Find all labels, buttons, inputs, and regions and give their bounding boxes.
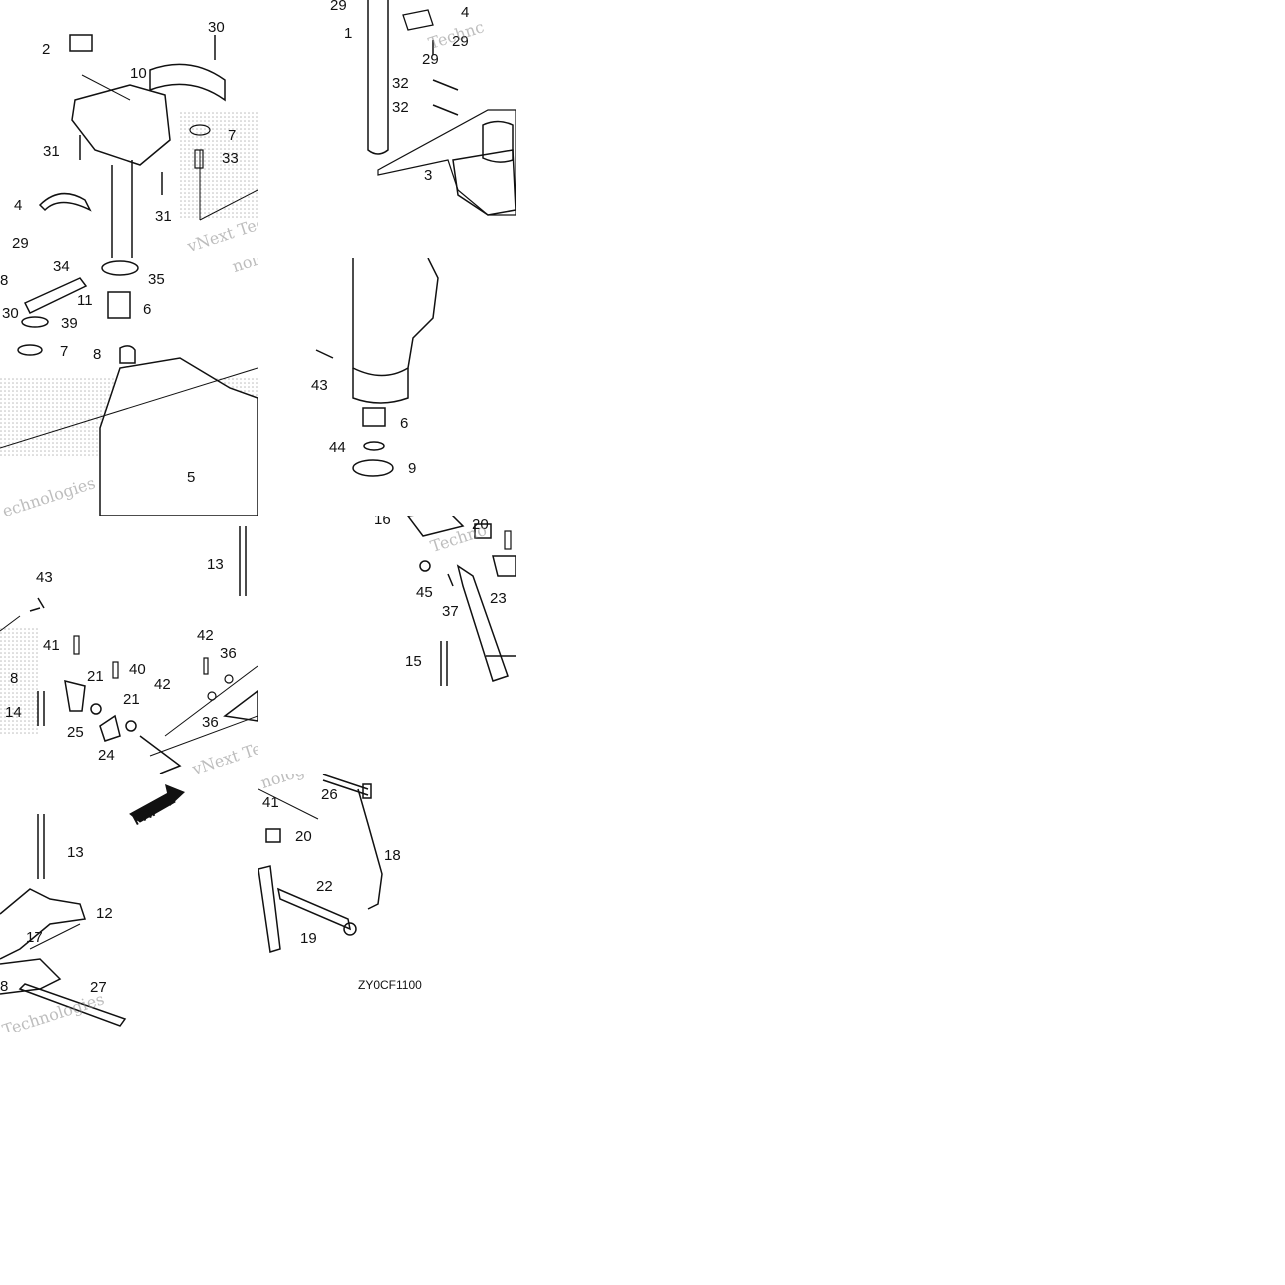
callout-label: 31 xyxy=(155,208,172,225)
callout-label: 35 xyxy=(148,271,165,288)
callout-label: 44 xyxy=(329,439,346,456)
callout-label: 8 xyxy=(0,272,9,289)
steering-bracket-drawing xyxy=(38,34,258,258)
callout-label: 7 xyxy=(228,127,237,144)
callout-label: 13 xyxy=(67,844,84,861)
swivel-case-drawing xyxy=(0,260,258,516)
callout-label: 3 xyxy=(424,167,433,184)
diagram-tile-lower-left: 13 43 41 40 21 21 42 36 42 36 8 14 25 24… xyxy=(0,516,258,774)
callout-label: 23 xyxy=(490,590,507,607)
callout-label: 4 xyxy=(14,197,23,214)
callout-label: 30 xyxy=(2,305,19,322)
stern-bracket-drawing xyxy=(315,258,439,477)
callout-label: 1 xyxy=(344,25,353,42)
callout-label: 32 xyxy=(392,99,409,116)
callout-label: 40 xyxy=(129,661,146,678)
diagram-tile-lower-right: 16 20 45 37 23 15 Techno xyxy=(258,516,516,774)
callout-label: 4 xyxy=(461,4,470,21)
callout-label: 30 xyxy=(208,19,225,36)
diagram-tile-bottom-left: FR. 13 12 17 27 8 Technologies xyxy=(0,774,258,1032)
callout-label: 37 xyxy=(442,603,459,620)
callout-label: 6 xyxy=(400,415,409,432)
diagram-tile-upper-left: 2 30 10 7 33 31 31 4 29 vNext Tec xyxy=(0,0,258,258)
callout-label: 36 xyxy=(220,645,237,662)
callout-label: 20 xyxy=(472,516,489,533)
callout-label: 15 xyxy=(405,653,422,670)
callout-label: 9 xyxy=(408,460,417,477)
diagram-tile-middle-right: 43 6 44 9 xyxy=(258,258,516,516)
callout-label: 19 xyxy=(300,930,317,947)
callout-label: 17 xyxy=(26,929,43,946)
callout-label: 2 xyxy=(42,41,51,58)
callout-label: 8 xyxy=(0,978,9,995)
callout-label: 33 xyxy=(222,150,239,167)
callout-label: 29 xyxy=(422,51,439,68)
callout-label: 42 xyxy=(197,627,214,644)
callout-label: 34 xyxy=(53,258,70,275)
rod-assembly-drawing xyxy=(258,774,383,953)
callout-label: 29 xyxy=(452,33,469,50)
callout-label: 18 xyxy=(384,847,401,864)
callout-label: 21 xyxy=(123,691,140,708)
callout-label: 6 xyxy=(143,301,152,318)
callout-label: 32 xyxy=(392,75,409,92)
column-drawing xyxy=(367,0,516,216)
diagram-tile-middle-left: 34 8 11 35 6 30 39 7 8 5 nologies echnol… xyxy=(0,258,258,516)
callout-label: 42 xyxy=(154,676,171,693)
callout-label: 16 xyxy=(374,516,391,528)
callout-label: 5 xyxy=(187,469,196,486)
diagram-tile-bottom-middle: 26 41 20 18 22 19 nologies ZY0CF1100 xyxy=(258,774,516,1032)
callout-label: 39 xyxy=(61,315,78,332)
callout-label: 8 xyxy=(10,670,19,687)
callout-label: 10 xyxy=(130,65,147,82)
callout-label: 8 xyxy=(93,346,102,363)
callout-label: 26 xyxy=(321,786,338,803)
callout-label: 27 xyxy=(90,979,107,996)
linkage-springs-drawing xyxy=(0,526,258,774)
callout-label: 29 xyxy=(12,235,29,252)
callout-label: 24 xyxy=(98,747,115,764)
callout-label: 14 xyxy=(5,704,22,721)
callout-label: 45 xyxy=(416,584,433,601)
callout-label: 31 xyxy=(43,143,60,160)
callout-label: 13 xyxy=(207,556,224,573)
callout-label: 21 xyxy=(87,668,104,685)
callout-label: 12 xyxy=(96,905,113,922)
callout-label: 41 xyxy=(262,794,279,811)
shift-linkage-drawing xyxy=(0,784,185,1027)
diagram-code: ZY0CF1100 xyxy=(358,978,422,992)
callout-label: 36 xyxy=(202,714,219,731)
callout-label: 7 xyxy=(60,343,69,360)
callout-label: 43 xyxy=(311,377,328,394)
callout-label: 25 xyxy=(67,724,84,741)
callout-label: 11 xyxy=(77,292,93,309)
callout-label: 22 xyxy=(316,878,333,895)
callout-label: 43 xyxy=(36,569,53,586)
diagram-tile-upper-right: 29 1 4 29 29 32 32 3 Technc xyxy=(258,0,516,258)
callout-label: 41 xyxy=(43,637,60,654)
throttle-arm-drawing xyxy=(407,516,516,686)
callout-label: 20 xyxy=(295,828,312,845)
callout-label: 29 xyxy=(330,0,347,14)
